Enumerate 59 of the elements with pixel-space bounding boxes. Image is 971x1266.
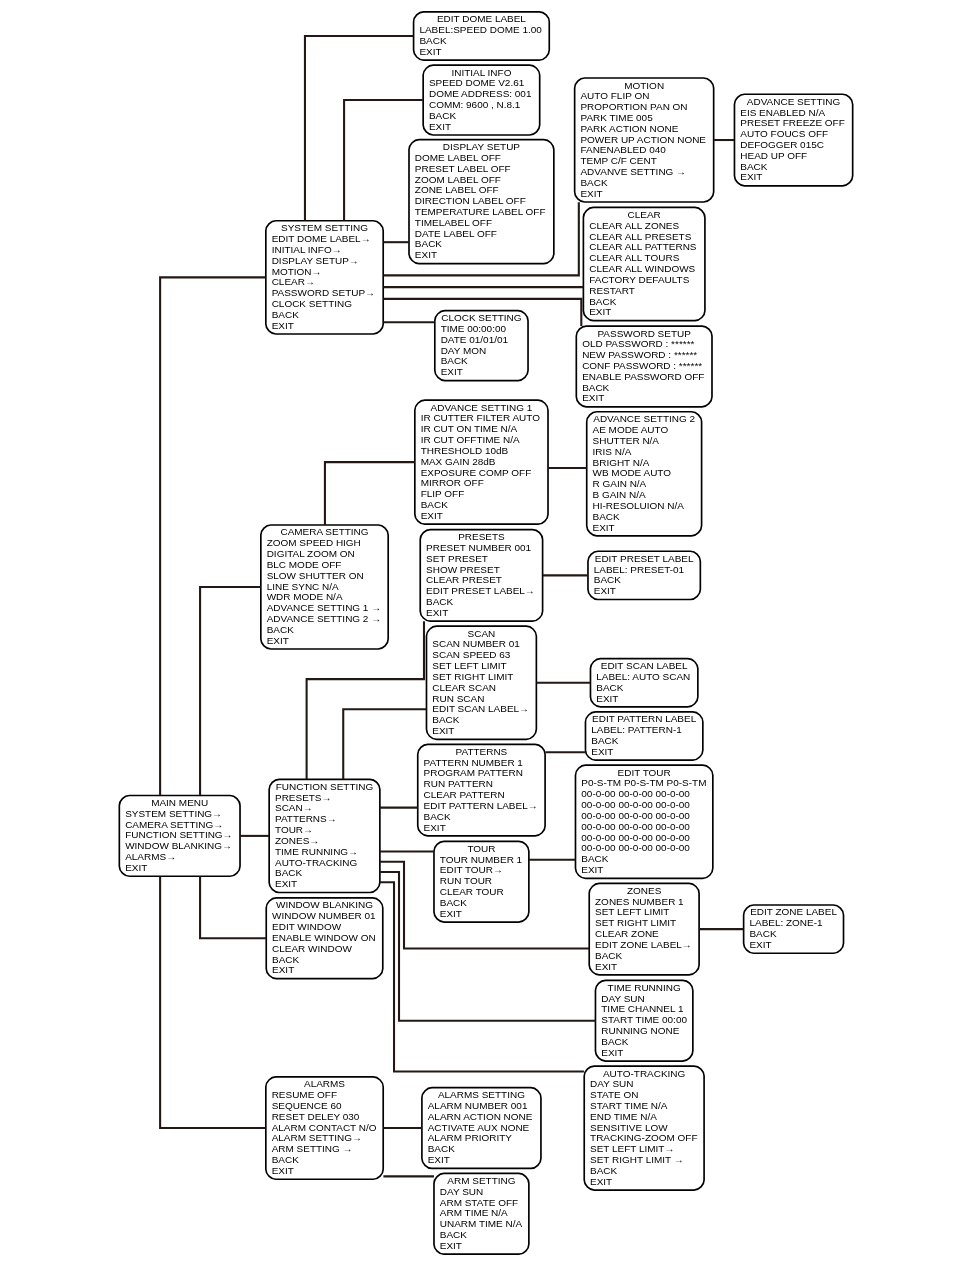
connector [303, 34, 413, 221]
node-box: ADVANCE SETTING 2 AE MODE AUTO SHUTTER N/A IRIS N/A BRIGHT N/A WB MODE AUTO R GAIN N/A B GAIN N/A HI-RESOLUION N/A BACK EXIT [585, 410, 702, 537]
node-box: ADVANCE SETTING EIS ENABLED N/A PRESET FREEZE OFF AUTO FOUCS OFF DEFOGGER 015C HEAD UP OFF BACK EXIT [733, 93, 853, 187]
connector [158, 876, 266, 1130]
node-box: PASSWORD SETUP OLD PASSWORD : ****** NEW PASSWORD : ****** CONF PASSWORD : ****** ENABLE PASSWORD OFF BACK EXIT [574, 325, 713, 408]
node-box: ALARMS RESUME OFF SEQUENCE 60 RESET DELEY 030 ALARM CONTACT N/O ALARM SETTING→ ARM SETTING → BACK EXIT [264, 1076, 384, 1181]
connector [382, 1127, 422, 1130]
node-box: EDIT TOUR P0-S-TM P0-S-TM P0-S-TM 00-0-00 00-0-00 00-0-00 00-0-00 00-0-00 00-0-00 00-0-00 00-0-00 00-0-00 00-0-00 00-0-00 00-0-00 00-0-00 00-0-00 00-0-00 00-0-00 00-0-00 00-0-00 BACK EXIT [574, 764, 714, 880]
node-box: SCAN SCAN NUMBER 01 SCAN SPEED 63 SET LEFT LIMIT SET RIGHT LIMIT CLEAR SCAN RUN SCAN EDIT SCAN LABEL→ BACK EXIT [425, 625, 537, 741]
connector [544, 751, 585, 754]
node-box: ARM SETTING DAY SUN ARM STATE OFF ARM TIME N/A UNARM TIME N/A BACK EXIT [432, 1172, 530, 1255]
connector [379, 871, 595, 1022]
connector [713, 138, 734, 142]
node-box: TOUR TOUR NUMBER 1 EDIT TOUR→ RUN TOUR CLEAR TOUR BACK EXIT [432, 840, 530, 923]
connector [323, 461, 415, 525]
node-box: EDIT PATTERN LABEL LABEL: PATTERN-1 BACK EXIT [584, 711, 704, 761]
connector [382, 1175, 434, 1178]
connector [542, 574, 588, 577]
connector [341, 708, 426, 780]
connector [305, 621, 425, 780]
node-box: ADVANCE SETTING 1 IR CUTTER FILTER AUTO IR CUT ON TIME N/A IR CUT OFFTIME N/A THRESHOLD 10dB MAX GAIN 28dB EXPOSURE COMP OFF MIRROR OFF FLIP OFF BACK EXIT [413, 399, 549, 525]
node-box: EDIT PRESET LABEL LABEL: PRESET-01 BACK EXIT [586, 550, 701, 601]
node-box: FUNCTION SETTING PRESETS→ SCAN→ PATTERNS→ TOUR→ ZONES→ TIME RUNNING→ AUTO-TRACKING BACK EXIT [267, 778, 381, 894]
node-box: CLOCK SETTING TIME 00:00:00 DATE 01/01/01 DAY MON BACK EXIT [433, 309, 529, 382]
connector [239, 834, 269, 837]
connector [382, 241, 409, 244]
connector [383, 286, 583, 289]
connector [342, 99, 423, 221]
connector [158, 276, 266, 796]
node-box: ZONES ZONES NUMBER 1 SET LEFT LIMIT SET RIGHT LIMIT CLEAR ZONE EDIT ZONE LABEL→ BACK EXIT [587, 882, 700, 976]
node-box: EDIT DOME LABEL LABEL:SPEED DOME 1.00 BACK EXIT [412, 11, 550, 61]
node-box: DISPLAY SETUP DOME LABEL OFF PRESET LABEL OFF ZOOM LABEL OFF ZONE LABEL OFF DIRECTION LABEL OFF TEMPERATURE LABEL OFF TIMELABEL OFF DATE LABEL OFF BACK EXIT [407, 138, 555, 265]
node-box: INITIAL INFO SPEED DOME V2.61 DOME ADDRESS: 001 COMM: 9600 , N.8.1 BACK EXIT [421, 64, 541, 136]
node-box: SYSTEM SETTING EDIT DOME LABEL→ INITIAL INFO→ DISPLAY SETUP→ MOTION→ CLEAR→ PASSWORD SETUP→ CLOCK SETTING BACK EXIT [264, 219, 384, 335]
node-box: CLEAR CLEAR ALL ZONES CLEAR ALL PRESETS CLEAR ALL PATTERNS CLEAR ALL TOURS CLEAR ALL WINDOWS FACTORY DEFAULTS RESTART BACK EXIT [582, 206, 706, 322]
node-box: ALARMS SETTING ALARM NUMBER 001 ALARN ACTION NONE ACTIVATE AUX NONE ALARM PRIORITY BACK EXIT [420, 1086, 542, 1170]
node-box: EDIT ZONE LABEL LABEL: ZONE-1 BACK EXIT [742, 904, 844, 955]
node-box: TIME RUNNING DAY SUN TIME CHANNEL 1 START TIME 00:00 RUNNING NONE BACK EXIT [594, 979, 694, 1062]
connector [382, 297, 582, 326]
connector [198, 585, 261, 796]
connector [528, 858, 575, 861]
connector [547, 466, 587, 470]
connector [698, 928, 743, 931]
connector [536, 681, 590, 684]
node-box: PRESETS PRESET NUMBER 001 SET PRESET SHOW PRESET CLEAR PRESET EDIT PRESET LABEL→ BACK EXIT [418, 528, 543, 622]
node-box: AUTO-TRACKING DAY SUN STATE ON START TIME N/A END TIME N/A SENSITIVE LOW TRACKING-ZOOM OFF SET LEFT LIMIT→ SET RIGHT LIMIT → BACK EXIT [582, 1065, 705, 1191]
node-box: EDIT SCAN LABEL LABEL: AUTO SCAN BACK EXIT [589, 657, 699, 708]
connector [198, 876, 266, 940]
node-box: MAIN MENU SYSTEM SETTING→ CAMERA SETTING→ FUNCTION SETTING→ WINDOW BLANKING→ ALARMS→ EXIT [118, 794, 241, 878]
connector [379, 881, 584, 1073]
node-box: MOTION AUTO FLIP ON PROPORTION PAN ON PARK TIME 005 PARK ACTION NONE POWER UP ACTION NONE FANENABLED 040 TEMP C/F CENT ADVANVE SETTING → BACK EXIT [573, 77, 714, 203]
connector [379, 850, 434, 853]
node-box: CAMERA SETTING ZOOM SPEED HIGH DIGITAL ZOOM ON BLC MODE OFF SLOW SHUTTER ON LINE SYNC N/A WDR MODE N/A ADVANCE SETTING 1 → ADVANCE SETTING 2 → BACK EXIT [259, 524, 389, 650]
connector [382, 321, 435, 324]
node-box: WINDOW BLANKING WINDOW NUMBER 01 EDIT WINDOW ENABLE WINDOW ON CLEAR WINDOW BACK EXIT [264, 897, 384, 980]
node-box: PATTERNS PATTERN NUMBER 1 PROGRAM PATTERN RUN PATTERN CLEAR PATTERN EDIT PATTERN LABEL→ BACK EXIT [416, 743, 546, 837]
connector [383, 202, 580, 277]
connector [379, 806, 418, 809]
connector [379, 860, 589, 950]
